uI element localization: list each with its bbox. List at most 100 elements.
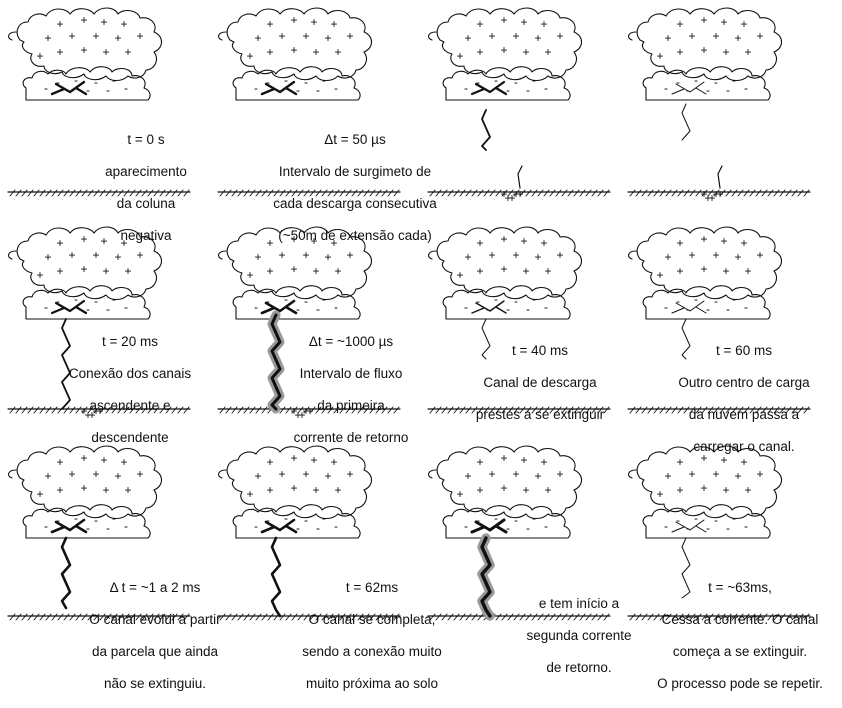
negative-charge: - [664,519,668,533]
positive-charge: + [266,17,273,31]
positive-charge: + [80,43,87,57]
negative-charge: - [44,519,48,533]
positive-charge: + [246,49,253,63]
positive-charge: + [124,264,131,278]
negative-charge: - [526,521,530,535]
caption-8-line-1: Outro centro de carga [658,375,830,391]
scene-4: ++++++++++++++---------+++++ [620,0,830,219]
positive-charge: + [520,15,527,29]
positive-charge: + [312,264,319,278]
negative-charge: - [322,511,326,525]
cloud-tail [219,32,226,40]
positive-charge: + [520,453,527,467]
negative-charge: - [532,73,536,87]
positive-charge: + [92,467,99,481]
positive-charge: + [254,31,261,45]
caption-12: t = ~63ms, Cessa a corrente. O canal com… [640,564,840,708]
negative-charge: - [744,300,748,314]
positive-charge: + [334,45,341,59]
positive-charge: + [688,248,695,262]
cloud-tail [219,251,226,259]
positive-charge: + [44,250,51,264]
negative-charge: - [732,511,736,525]
positive-charge: + [266,264,273,278]
positive-charge: + [44,31,51,45]
negative-charge: - [316,521,320,535]
cloud-tail [219,470,226,478]
positive-charge: + [712,467,719,481]
positive-charge: + [476,45,483,59]
positive-charge: + [520,234,527,248]
positive-charge: + [80,13,87,27]
positive-charge: + [500,232,507,246]
caption-6-line-1: Intervalo de fluxo [286,366,416,382]
positive-charge: + [92,248,99,262]
positive-charge: + [334,483,341,497]
positive-charge: + [302,248,309,262]
positive-charge: + [44,469,51,483]
negative-charge: - [706,83,710,97]
positive-charge: + [312,45,319,59]
ground-charge: + [512,187,519,201]
negative-charge: - [664,300,668,314]
positive-charge: + [676,483,683,497]
positive-charge: + [136,467,143,481]
lightning-stages-diagram: ++++++++++++++--------- t = 0 s aparecim… [0,0,842,657]
positive-charge: + [254,469,261,483]
negative-charge: - [322,292,326,306]
caption-9-line-2: da parcela que ainda [80,644,230,660]
caption-9: Δ t = ~1 a 2 ms O canal evolui a partir … [80,564,230,708]
negative-charge: - [726,521,730,535]
cloud-outline [17,446,161,519]
caption-6-line-2: da primeira [286,398,416,414]
negative-charge: - [44,81,48,95]
positive-charge: + [740,17,747,31]
positive-charge: + [722,483,729,497]
cloud-tail [429,32,436,40]
panel-9: ++++++++++++++--------- Δ t = ~1 a 2 ms … [0,438,210,657]
caption-1-line-1: aparecimento [96,164,196,180]
negative-charge: - [316,302,320,316]
positive-charge: + [290,262,297,276]
negative-charge: - [112,511,116,525]
negative-charge: - [526,83,530,97]
negative-charge: - [464,300,468,314]
positive-charge: + [676,45,683,59]
negative-charge: - [544,81,548,95]
cloud-tail [629,32,636,40]
negative-charge: - [124,81,128,95]
negative-charge: - [316,83,320,97]
negative-charge: - [714,513,718,527]
positive-charge: + [80,451,87,465]
cloud-outline [437,446,581,519]
panel-6: ++++++++++++++---------+++++ Δt = ~1000 … [210,219,420,438]
upward-leader [718,166,722,188]
panel-7: ++++++++++++++--------- t = 40 ms Canal … [420,219,630,438]
caption-10-line-3: muito próxima ao solo [292,676,452,692]
negative-charge: - [514,294,518,308]
positive-charge: + [700,481,707,495]
positive-charge: + [92,29,99,43]
positive-charge: + [734,31,741,45]
panel-3: ++++++++++++++---------+++++ [420,0,630,219]
negative-charge: - [714,294,718,308]
negative-charge: - [664,81,668,95]
positive-charge: + [56,483,63,497]
positive-charge: + [290,481,297,495]
positive-charge: + [688,29,695,43]
positive-charge: + [534,469,541,483]
positive-charge: + [330,236,337,250]
negative-charge: - [744,519,748,533]
positive-charge: + [722,264,729,278]
positive-charge: + [512,248,519,262]
caption-11-line-1: e tem início a [524,596,634,612]
negative-charge: - [676,294,680,308]
positive-charge: + [664,31,671,45]
negative-charge: - [74,292,78,306]
negative-charge: - [74,511,78,525]
caption-7-time: t = 40 ms [460,343,620,359]
negative-charge: - [732,292,736,306]
positive-charge: + [534,250,541,264]
positive-charge: + [712,29,719,43]
positive-charge: + [312,483,319,497]
